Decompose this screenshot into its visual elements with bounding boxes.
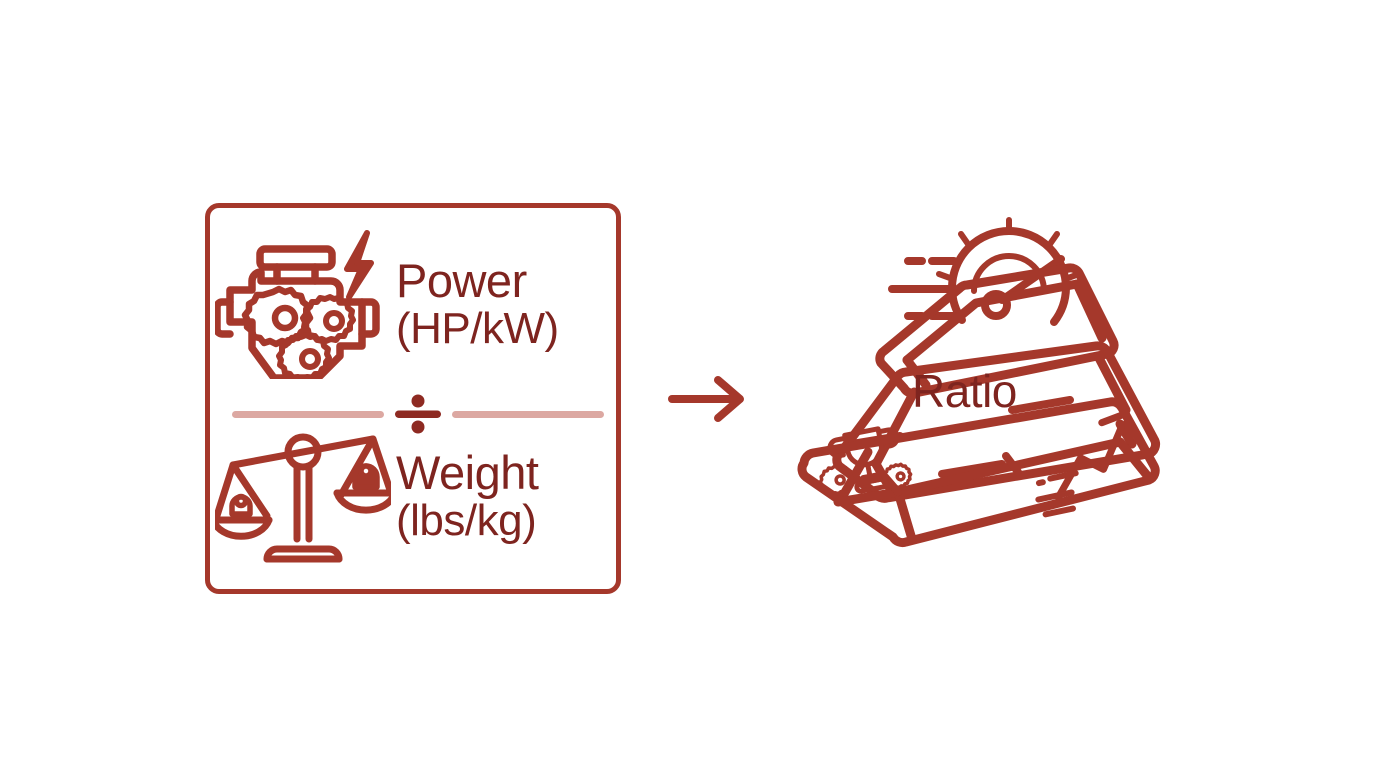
denominator-row: Weight (lbs/kg) xyxy=(210,408,616,584)
right-arrow-icon xyxy=(668,372,750,426)
numerator-row: Power (HP/kW) xyxy=(210,216,616,392)
power-label: Power xyxy=(396,253,527,307)
divider-line-left xyxy=(232,410,384,418)
division-divider xyxy=(232,394,604,434)
car-engine-icon xyxy=(210,224,396,384)
ratio-label: Ratio xyxy=(912,365,1017,417)
power-units: (HP/kW) xyxy=(396,303,559,353)
divider-line-right xyxy=(452,410,604,418)
weight-label: Weight xyxy=(396,445,539,499)
weight-units: (lbs/kg) xyxy=(396,495,537,545)
formula-card: Power (HP/kW) xyxy=(205,203,621,594)
balance-scale-icon xyxy=(210,416,396,576)
power-label-group: Power (HP/kW) xyxy=(396,253,616,353)
division-sign xyxy=(384,394,452,434)
gold-ingot-stack-icon xyxy=(780,196,1180,556)
weight-label-group: Weight (lbs/kg) xyxy=(396,445,616,545)
